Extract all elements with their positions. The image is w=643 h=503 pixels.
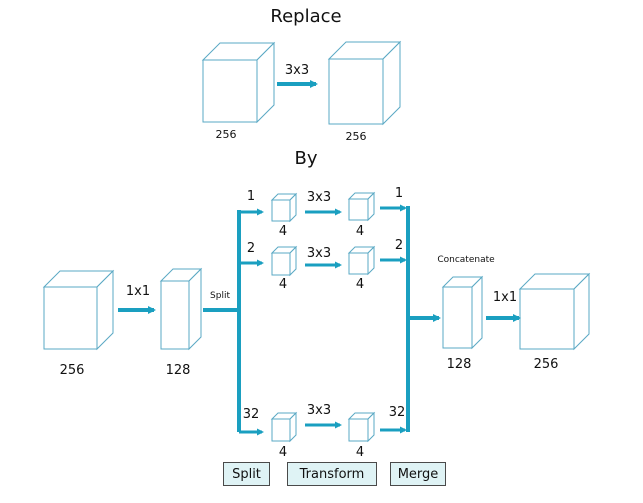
concatenate-label: Concatenate: [437, 255, 495, 265]
replace-title: Replace: [270, 6, 341, 27]
top-input-cube: [201, 41, 276, 124]
stage-split: Split: [223, 462, 270, 486]
top-output-cube: [327, 40, 402, 126]
branch-1-op-label: 3x3: [307, 190, 331, 205]
stage-merge: Merge: [390, 462, 446, 486]
branch-1-out-size: 4: [356, 224, 364, 239]
top-input-size-label: 256: [216, 128, 237, 141]
reduced-size-label: 128: [166, 363, 191, 378]
branch-2-in-size: 4: [279, 277, 287, 292]
branch-1-in-size: 4: [279, 224, 287, 239]
bottom-input-cube: [42, 269, 115, 351]
branch-2-index: 2: [247, 241, 255, 256]
branch-32-op-label: 3x3: [307, 403, 331, 418]
split-label: Split: [210, 291, 230, 301]
stage-transform: Transform: [287, 462, 377, 486]
branch-32-in-size: 4: [279, 445, 287, 460]
concat-size-label: 128: [447, 357, 472, 372]
branch-2-out-size: 4: [356, 277, 364, 292]
reduce-conv-label: 1x1: [126, 284, 150, 299]
branch-2-op-label: 3x3: [307, 246, 331, 261]
bottom-output-size-label: 256: [534, 357, 559, 372]
bottom-output-cube: [518, 272, 591, 351]
branch-2-in-cube: [270, 245, 298, 277]
branch-2-merge-index: 2: [395, 238, 403, 253]
branch-1-in-cube: [270, 192, 298, 223]
reduced-cube: [159, 267, 203, 351]
branch-2-out-cube: [347, 245, 376, 276]
branch-32-index: 32: [243, 407, 260, 422]
branch-32-in-cube: [270, 411, 298, 443]
branch-1-merge-index: 1: [395, 186, 403, 201]
by-label: By: [294, 148, 317, 169]
branch-32-out-cube: [347, 411, 376, 443]
concat-cube: [441, 275, 484, 350]
top-conv-label: 3x3: [285, 63, 309, 78]
branch-1-out-cube: [347, 191, 376, 222]
expand-conv-label: 1x1: [493, 290, 517, 305]
branch-1-index: 1: [247, 189, 255, 204]
bottom-input-size-label: 256: [60, 363, 85, 378]
branch-32-out-size: 4: [356, 445, 364, 460]
branch-32-merge-index: 32: [389, 405, 406, 420]
top-output-size-label: 256: [346, 130, 367, 143]
